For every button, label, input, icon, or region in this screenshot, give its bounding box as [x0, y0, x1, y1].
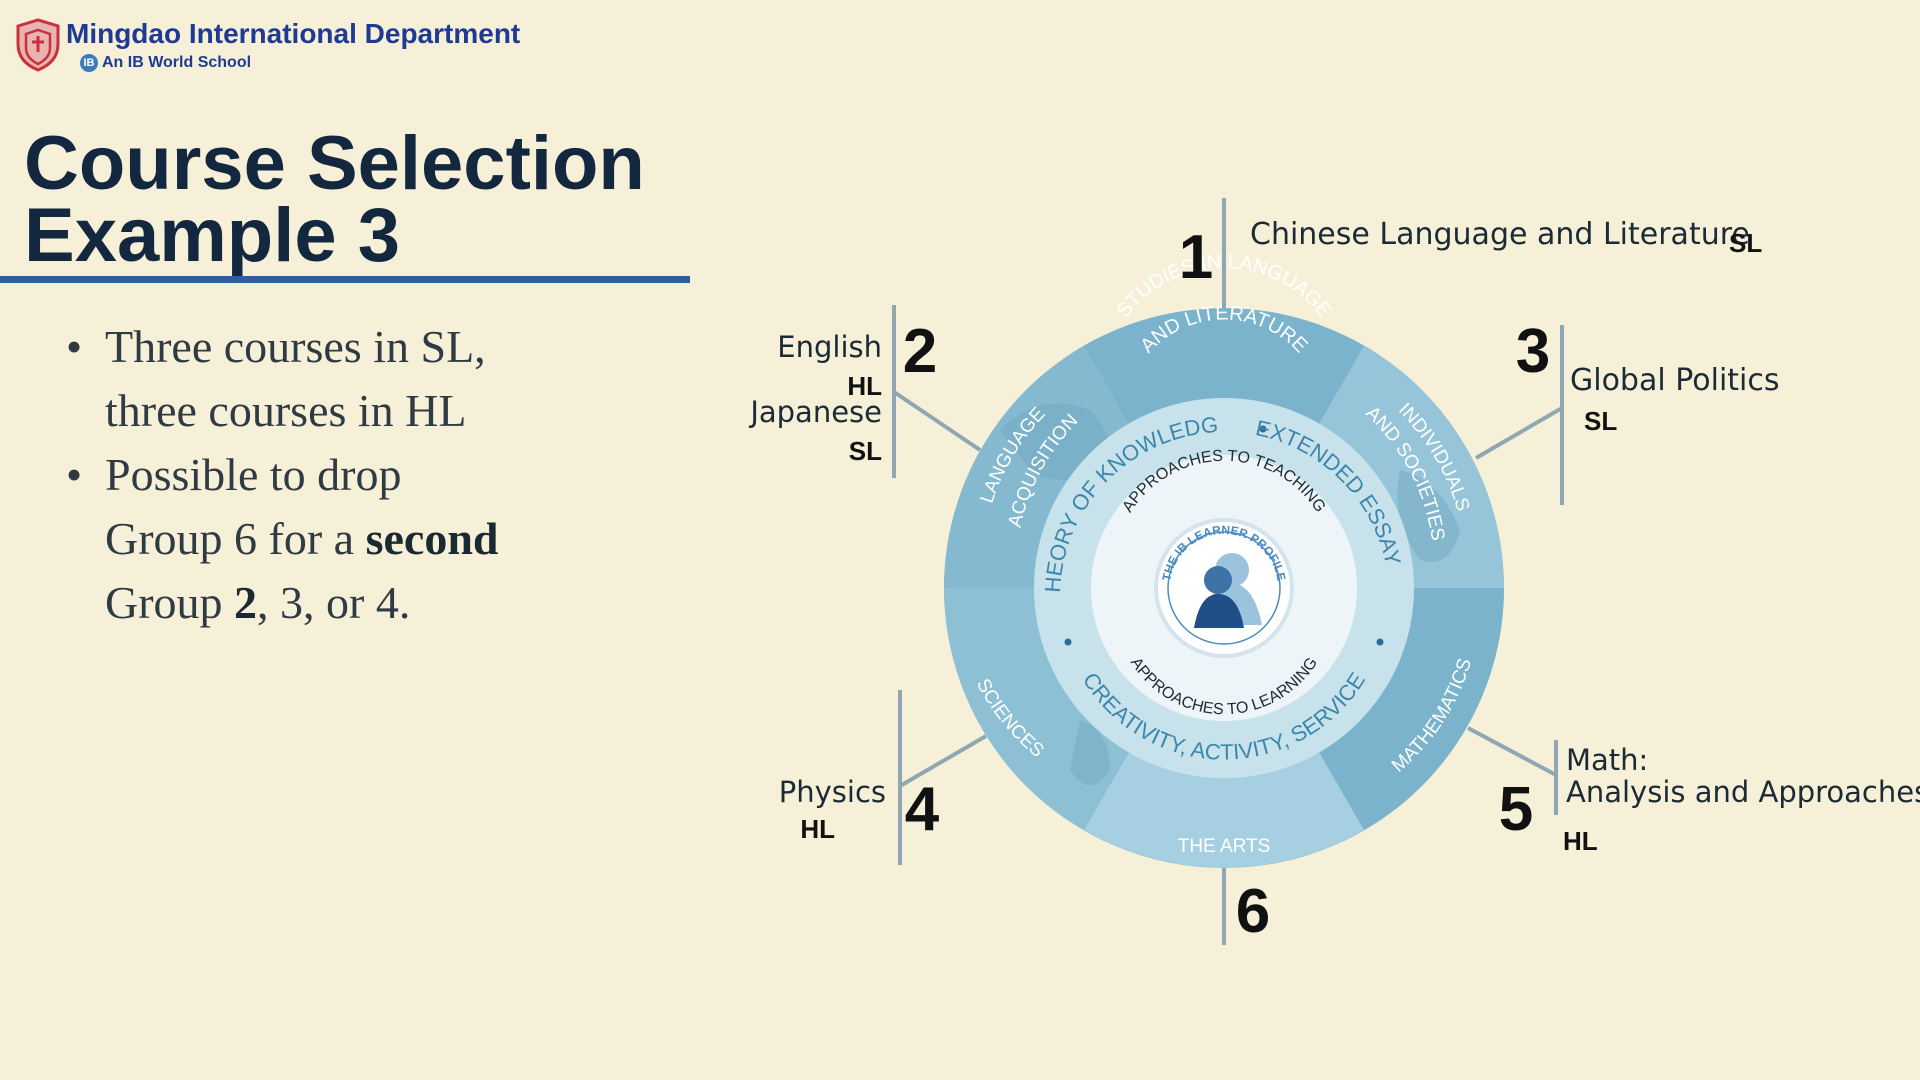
bullet-emphasis: 2	[234, 577, 258, 628]
learner-profile-ring	[1167, 531, 1281, 645]
bullet-dot: •	[66, 449, 83, 500]
course-group-1: Chinese Language and Literature	[1250, 217, 1750, 252]
department-name: Mingdao International Department	[66, 18, 521, 49]
group-number-2: 2	[903, 317, 937, 386]
group-number-1: 1	[1179, 223, 1213, 292]
group-number-5: 5	[1499, 775, 1533, 844]
level-group-1: SL	[1729, 228, 1762, 258]
level-group-2-japanese: SL	[849, 436, 882, 466]
group-number-4: 4	[905, 775, 940, 844]
core-dot	[1259, 425, 1267, 433]
level-group-4: HL	[800, 814, 835, 844]
course-group-2-english: English	[777, 330, 882, 364]
ib-logo-icon: IB	[80, 54, 98, 72]
bullet-text: Group 6 for a	[105, 513, 366, 564]
bullet-text: Three courses in SL,	[105, 321, 486, 372]
level-group-2-english: HL	[847, 371, 882, 401]
group-number-6: 6	[1236, 877, 1270, 946]
core-dot	[1064, 638, 1072, 646]
group-number-3: 3	[1516, 317, 1550, 386]
course-group-3: Global Politics	[1570, 363, 1780, 398]
connector-lines	[892, 198, 1564, 945]
page-title-line-2: Example 3	[24, 193, 400, 278]
school-crest-icon	[16, 18, 60, 72]
bullet-text: Group	[105, 577, 235, 628]
bullet-list: • Three courses in SL, three courses in …	[66, 315, 626, 635]
bullet-dot: •	[66, 321, 83, 372]
course-group-5: Math:	[1566, 743, 1648, 777]
ring-label-arts: THE ARTS	[1178, 836, 1271, 857]
title-underline	[0, 276, 690, 283]
world-map-decoration	[1000, 403, 1460, 785]
course-group-2-japanese: Japanese	[748, 395, 882, 429]
page-title-line-1: Course Selection	[24, 121, 645, 206]
core-dot	[1376, 638, 1384, 646]
learner-silhouettes-icon	[1194, 553, 1262, 628]
bullet-text: Possible to drop	[105, 449, 402, 500]
bullet-item: • Three courses in SL, three courses in …	[66, 315, 626, 443]
course-group-4: Physics	[779, 775, 886, 809]
header: Mingdao International Department IB An I…	[14, 16, 574, 76]
level-group-5: HL	[1563, 826, 1598, 856]
course-group-5: Analysis and Approaches	[1566, 775, 1920, 809]
school-subtitle: An IB World School	[102, 54, 252, 71]
bullet-item: • Possible to drop Group 6 for a second …	[66, 443, 626, 635]
bullet-emphasis: second	[365, 513, 499, 564]
bullet-text: three courses in HL	[105, 385, 467, 436]
level-group-3: SL	[1584, 406, 1617, 436]
bullet-text: , 3, or 4.	[257, 577, 411, 628]
